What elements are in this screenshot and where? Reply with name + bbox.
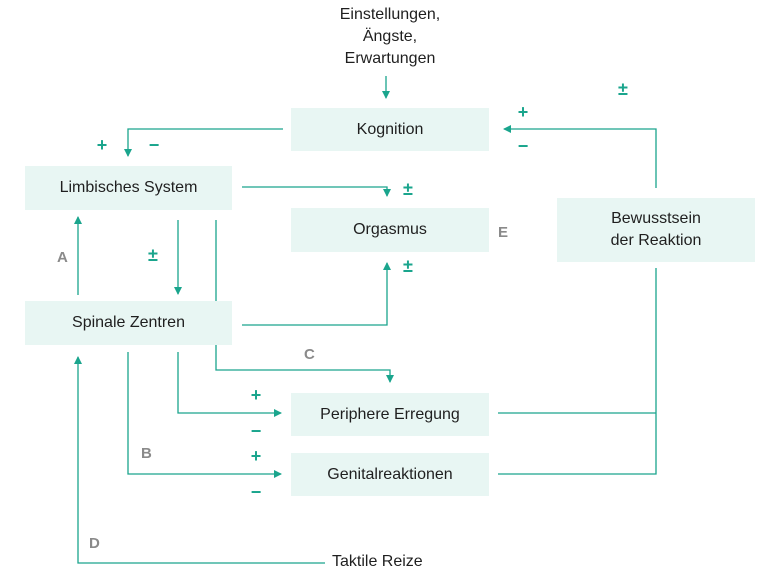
arrow-limbic-to-peripheral-c xyxy=(215,220,394,383)
input-taktile-reize: Taktile Reize xyxy=(332,553,423,570)
sign-minus-genital: − xyxy=(250,482,262,502)
label-b: B xyxy=(141,445,152,462)
arrow-kognition-to-limbic xyxy=(124,128,283,157)
input-line-3: Erwartungen xyxy=(344,50,436,67)
arrow-bewusstsein-to-kognition xyxy=(503,125,657,188)
box-limbic-label: Limbisches System xyxy=(59,179,198,196)
input-line-1: Einstellungen, xyxy=(339,6,441,23)
arrow-spinal-to-orgasmus xyxy=(242,262,391,326)
sign-plusminus-top-right: ± xyxy=(618,79,628,99)
arrow-tactile-to-spinal xyxy=(74,356,325,564)
box-limbisches-system: Limbisches System xyxy=(25,166,232,210)
box-spinale-zentren: Spinale Zentren xyxy=(25,301,232,345)
bewusstsein-line-2: der Reaktion xyxy=(610,232,702,249)
input-einstellungen: Einstellungen, Ängste, Erwartungen xyxy=(300,4,480,70)
label-a: A xyxy=(57,249,68,266)
box-periphere-label: Periphere Erregung xyxy=(320,405,460,423)
sign-plus-limbic-in: + xyxy=(96,135,108,155)
sign-minus-periphere: − xyxy=(250,421,262,441)
sign-plus-periphere: + xyxy=(250,385,262,405)
box-orgasmus-label: Orgasmus xyxy=(353,221,427,238)
sign-minus-limbic-in: − xyxy=(148,135,160,155)
box-bewusstsein-label: Bewusstsein der Reaktion xyxy=(611,208,702,252)
label-e: E xyxy=(498,224,509,241)
box-genitalreaktionen: Genitalreaktionen xyxy=(291,453,489,496)
sign-minus-kognition-fb: − xyxy=(517,136,529,156)
arrow-spinal-to-periphere xyxy=(177,352,282,417)
sign-plusminus-orgasmus-bottom: ± xyxy=(403,256,413,276)
box-periphere-erregung: Periphere Erregung xyxy=(291,393,489,436)
line-genital-to-bewusstsein xyxy=(498,268,657,475)
sign-plus-kognition-fb: + xyxy=(517,102,529,122)
box-spinal-label: Spinale Zentren xyxy=(72,314,185,331)
box-bewusstsein: Bewusstsein der Reaktion xyxy=(557,198,755,262)
box-genital-label: Genitalreaktionen xyxy=(327,465,453,483)
box-orgasmus: Orgasmus xyxy=(291,208,489,252)
arrow-spinal-to-genital xyxy=(127,352,282,478)
input-line-2: Ängste, xyxy=(362,28,418,45)
label-d: D xyxy=(89,535,100,552)
label-c: C xyxy=(304,346,315,363)
box-kognition-label: Kognition xyxy=(356,120,424,138)
sign-plusminus-orgasmus-top: ± xyxy=(403,179,413,199)
box-kognition: Kognition xyxy=(291,108,489,151)
sign-plus-genital: + xyxy=(250,446,262,466)
bewusstsein-line-1: Bewusstsein xyxy=(611,210,701,227)
sign-plusminus-limbic-spinal: ± xyxy=(148,245,158,265)
arrow-limbic-to-orgasmus xyxy=(242,186,391,197)
